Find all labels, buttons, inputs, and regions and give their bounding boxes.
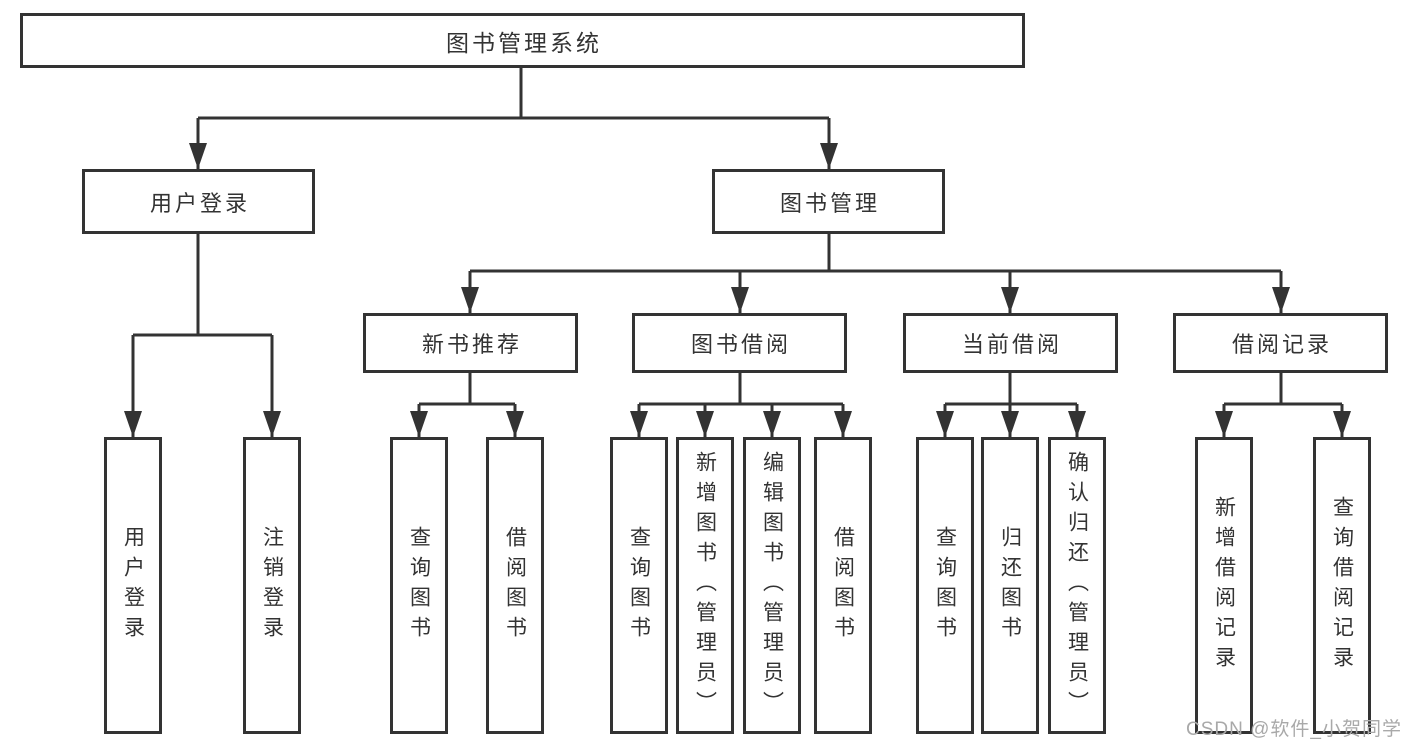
leaf-user-login: 用户登录 xyxy=(104,437,162,734)
node-book-management: 图书管理 xyxy=(712,169,945,234)
node-library-system: 图书管理系统 xyxy=(20,13,1025,68)
watermark: CSDN @软件_小贺同学 xyxy=(1186,719,1402,740)
leaf-confirm-return-admin: 确认归还（管理员） xyxy=(1048,437,1106,734)
leaf-query-book-borrow: 查询图书 xyxy=(610,437,668,734)
node-user-login: 用户登录 xyxy=(82,169,315,234)
leaf-query-book-recommend: 查询图书 xyxy=(390,437,448,734)
leaf-query-borrow-record: 查询借阅记录 xyxy=(1313,437,1371,734)
leaf-add-borrow-record: 新增借阅记录 xyxy=(1195,437,1253,734)
leaf-query-book-current: 查询图书 xyxy=(916,437,974,734)
leaf-borrow-book-recommend: 借阅图书 xyxy=(486,437,544,734)
leaf-add-book-admin: 新增图书（管理员） xyxy=(676,437,734,734)
node-current-borrow: 当前借阅 xyxy=(903,313,1118,373)
node-book-borrow: 图书借阅 xyxy=(632,313,847,373)
arrowheads xyxy=(124,143,1351,437)
leaf-borrow-book: 借阅图书 xyxy=(814,437,872,734)
node-borrow-record: 借阅记录 xyxy=(1173,313,1388,373)
leaf-edit-book-admin: 编辑图书（管理员） xyxy=(743,437,801,734)
leaf-return-book: 归还图书 xyxy=(981,437,1039,734)
leaf-logout: 注销登录 xyxy=(243,437,301,734)
node-new-book-recommend: 新书推荐 xyxy=(363,313,578,373)
